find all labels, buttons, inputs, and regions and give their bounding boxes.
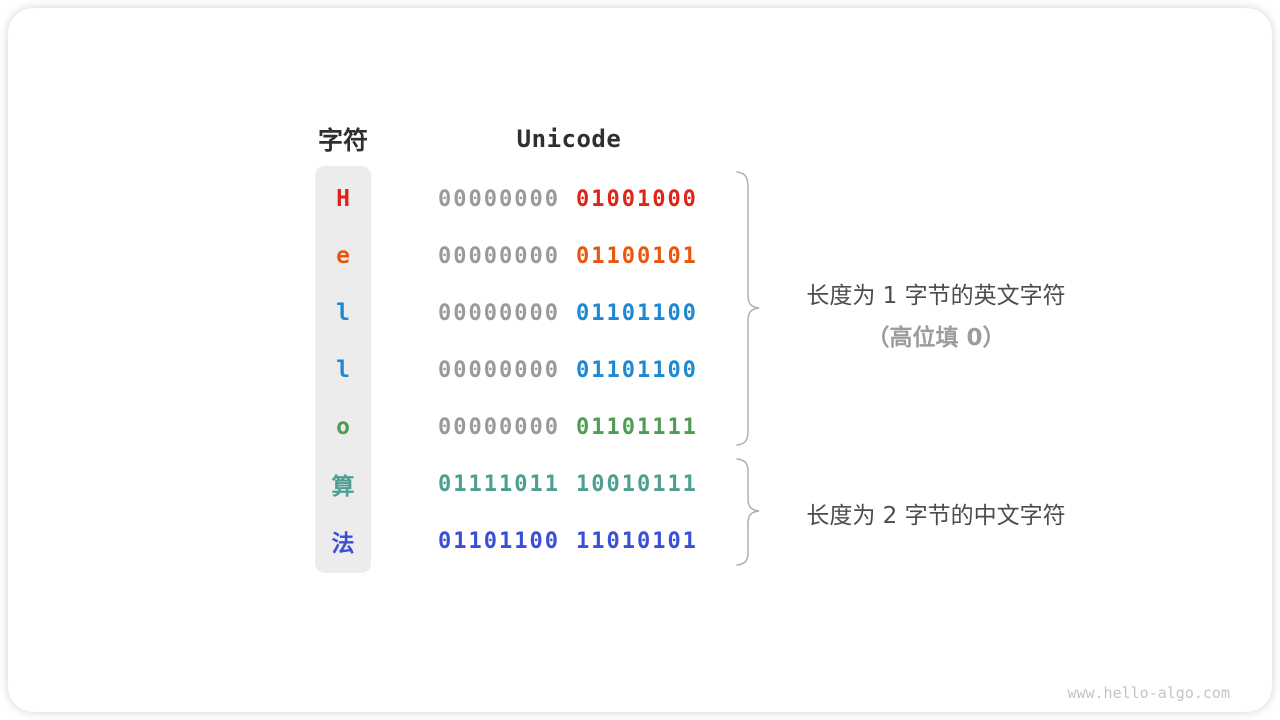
char-cell: l <box>336 300 350 326</box>
curly-brace-english-group <box>736 171 760 446</box>
char-cell: e <box>336 243 350 269</box>
table-row: e 00000000 01100101 <box>315 240 698 272</box>
annotation-english-line1: 长度为 1 字节的英文字符 <box>806 283 1066 309</box>
low-byte: 01001000 <box>575 186 698 212</box>
annotation-english-line2: （高位填 0） <box>866 325 1006 351</box>
high-byte: 01101100 <box>438 528 560 554</box>
unicode-bits: 00000000 01001000 <box>438 187 698 212</box>
low-byte: 01101100 <box>575 300 698 326</box>
unicode-bits: 00000000 01101111 <box>438 415 698 440</box>
annotation-chinese-chars: 长度为 2 字节的中文字符 <box>806 503 1066 529</box>
watermark-url: www.hello-algo.com <box>1067 684 1230 702</box>
unicode-bits: 00000000 01101100 <box>438 301 698 326</box>
high-byte: 01111011 <box>438 471 560 497</box>
column-header-unicode: Unicode <box>516 125 622 153</box>
low-byte: 01100101 <box>575 243 698 269</box>
column-header-char: 字符 <box>317 126 368 155</box>
char-cell: 算 <box>331 474 355 500</box>
high-byte: 00000000 <box>438 243 560 269</box>
table-row: l 00000000 01101100 <box>315 354 698 386</box>
unicode-bits: 01111011 10010111 <box>438 472 698 497</box>
char-cell: H <box>336 186 350 212</box>
low-byte: 01101100 <box>575 357 698 383</box>
table-row: 算 01111011 10010111 <box>315 468 698 501</box>
low-byte: 10010111 <box>575 471 698 497</box>
high-byte: 00000000 <box>438 357 560 383</box>
char-cell: 法 <box>331 531 355 557</box>
table-row: l 00000000 01101100 <box>315 297 698 329</box>
table-row: o 00000000 01101111 <box>315 411 698 443</box>
char-cell: l <box>336 357 350 383</box>
low-byte: 01101111 <box>575 414 698 440</box>
curly-brace-chinese-group <box>736 458 760 566</box>
high-byte: 00000000 <box>438 414 560 440</box>
low-byte: 11010101 <box>575 528 698 554</box>
char-cell: o <box>336 414 350 440</box>
table-row: H 00000000 01001000 <box>315 183 698 215</box>
unicode-bits: 00000000 01100101 <box>438 244 698 269</box>
annotation-english-chars: 长度为 1 字节的英文字符 （高位填 0） <box>778 276 1094 352</box>
diagram-card: 字符 Unicode H 00000000 01001000 e 00000000… <box>8 8 1272 712</box>
high-byte: 00000000 <box>438 186 560 212</box>
unicode-bits: 01101100 11010101 <box>438 529 698 554</box>
char-column-bg <box>315 166 371 573</box>
high-byte: 00000000 <box>438 300 560 326</box>
table-row: 法 01101100 11010101 <box>315 525 698 558</box>
unicode-bits: 00000000 01101100 <box>438 358 698 383</box>
